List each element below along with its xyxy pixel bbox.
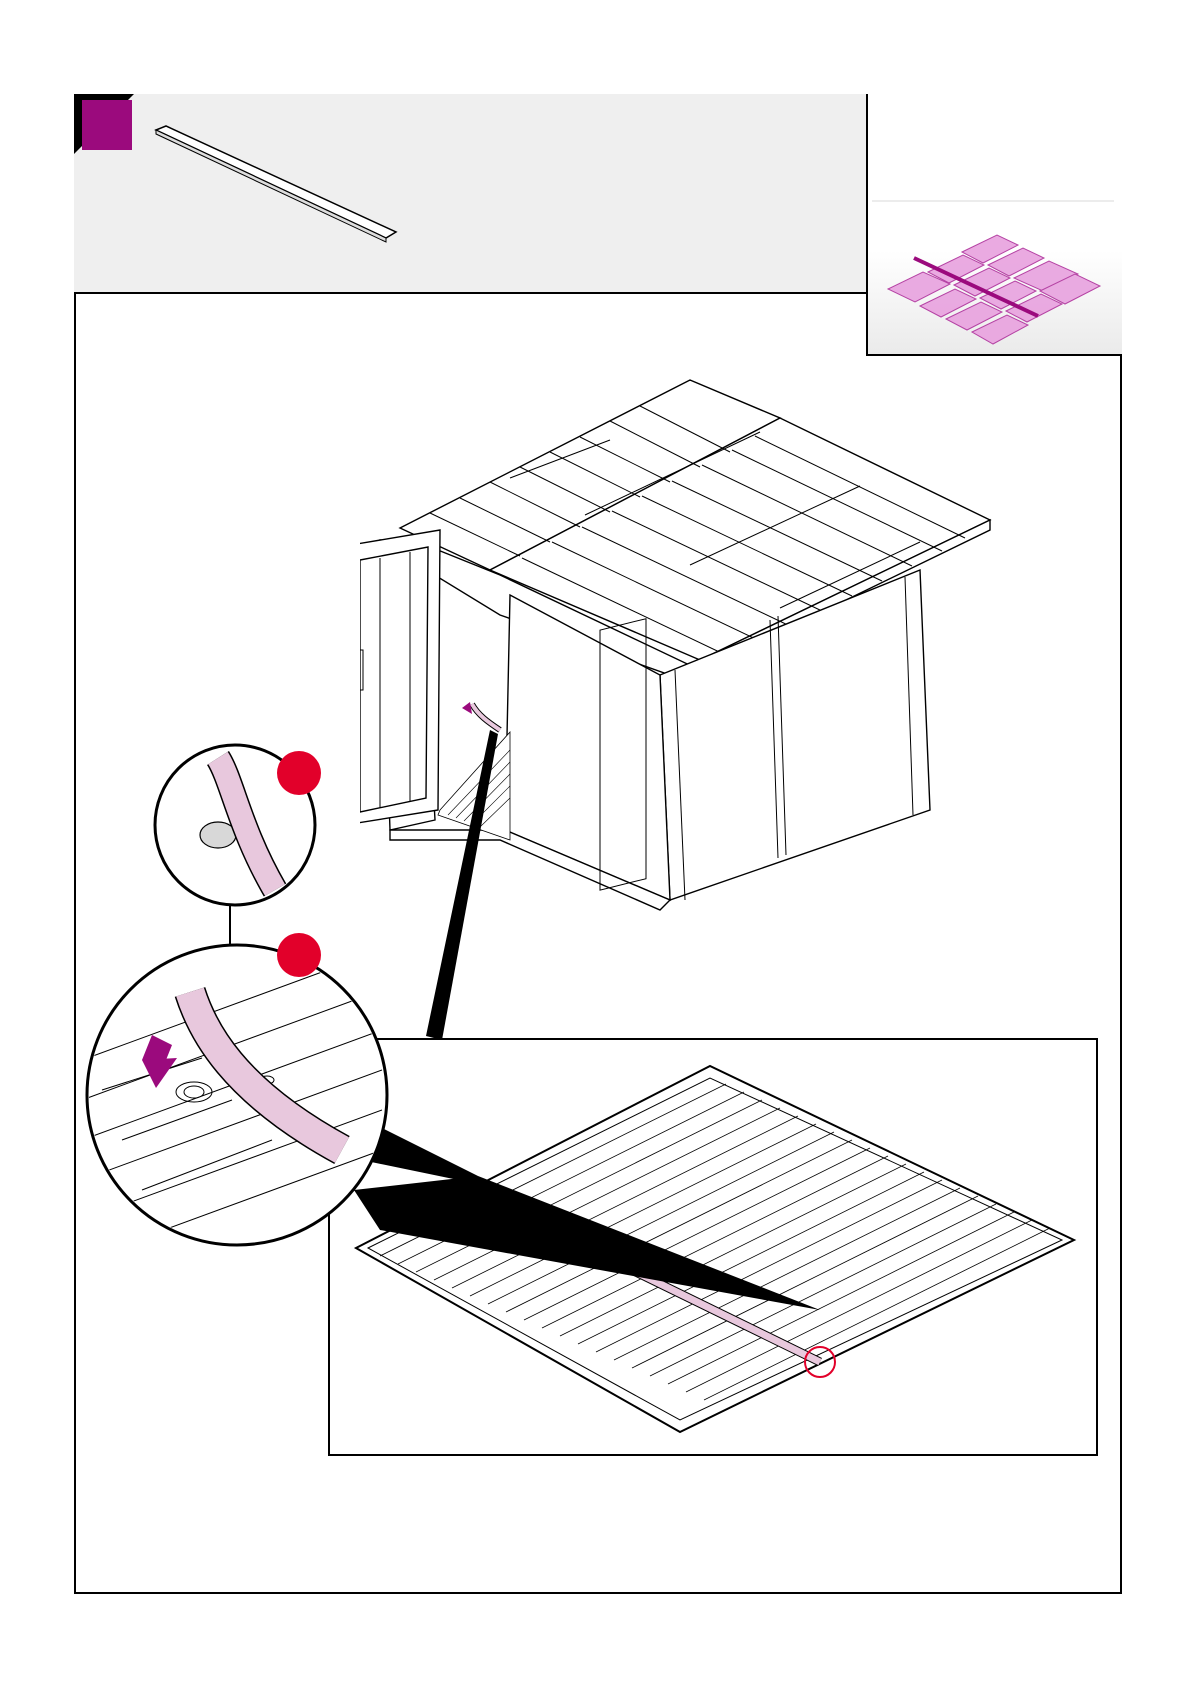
pointer-wedge — [420, 720, 520, 1050]
detail-a-marker — [274, 748, 324, 798]
detail-connector — [225, 905, 235, 945]
part-strip-illustration — [150, 120, 410, 250]
step-badge — [74, 94, 134, 154]
detail-pointers — [350, 1120, 830, 1350]
overview-panel — [866, 94, 1122, 356]
overview-floor-diagram — [868, 94, 1122, 356]
detail-b-marker — [274, 930, 324, 980]
detail-b-circle — [82, 940, 392, 1250]
